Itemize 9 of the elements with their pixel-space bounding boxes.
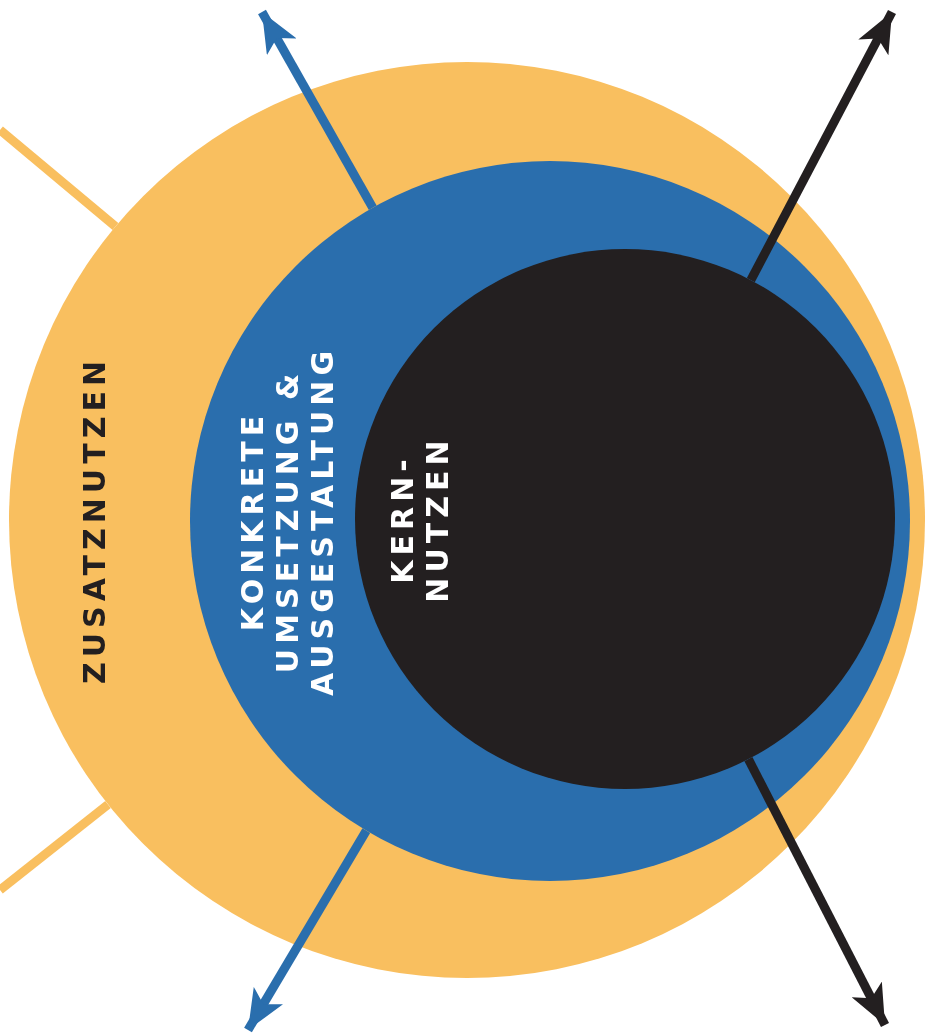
arrow xyxy=(244,828,371,1033)
circle-label: KONKRETE UMSETZUNG & AUSGESTALTUNG xyxy=(235,345,341,699)
arrow xyxy=(258,9,377,210)
connector-line xyxy=(0,800,111,894)
connector-line xyxy=(0,126,119,230)
arrow xyxy=(746,9,896,283)
circle-label: KERN- NUTZEN xyxy=(384,434,456,605)
circle-label: ZUSATZNUTZEN xyxy=(77,354,113,687)
arrow xyxy=(744,757,889,1028)
